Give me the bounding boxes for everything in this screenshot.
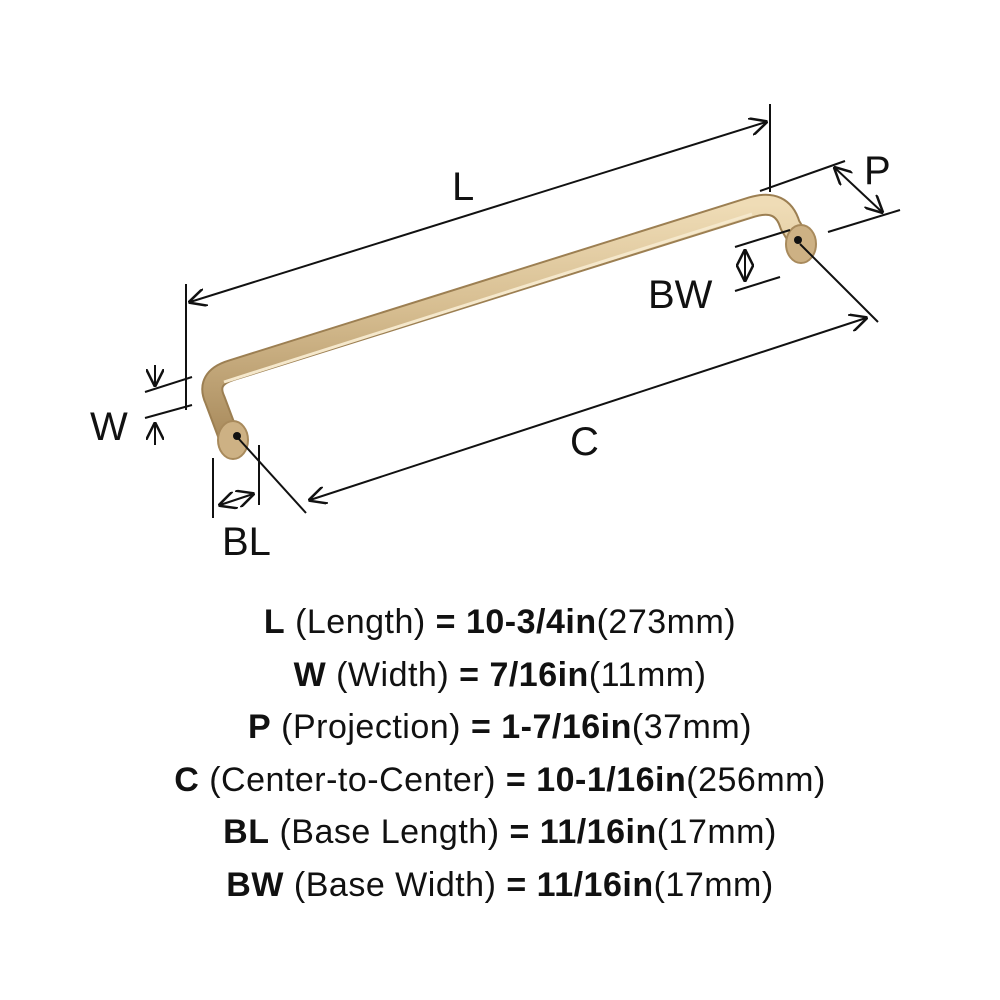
spec-key: C (174, 760, 200, 799)
label-P: P (864, 149, 891, 193)
length-dimension-line (190, 122, 766, 302)
spec-eq: = (506, 865, 527, 904)
spec-inches: 1-7/16in (501, 708, 632, 746)
spec-width: W (Width) = 7/16in(11mm) (0, 649, 1000, 702)
left-base (217, 420, 249, 460)
spec-base-length: BL (Base Length) = 11/16in(17mm) (0, 806, 1000, 859)
spec-inches: 11/16in (539, 813, 657, 851)
dimension-specs: L (Length) = 10-3/4in(273mm) W (Width) =… (0, 596, 1000, 911)
spec-name: (Projection) (281, 708, 461, 746)
label-C: C (570, 420, 599, 464)
spec-inches: 11/16in (536, 865, 654, 904)
spec-inches: 10-3/4in (465, 603, 597, 641)
spec-eq: = (435, 603, 457, 641)
spec-mm: (11mm) (588, 655, 707, 694)
spec-eq: = (470, 708, 492, 746)
spec-key: P (248, 708, 272, 746)
spec-length: L (Length) = 10-3/4in(273mm) (0, 596, 1000, 649)
spec-key: L (263, 603, 286, 641)
spec-mm: (37mm) (631, 708, 752, 746)
spec-name: (Length) (295, 603, 426, 641)
spec-base-width: BW (Base Width) = 11/16in(17mm) (0, 859, 1000, 912)
pull-dimension-diagram: L P BW C W BL (90, 104, 901, 564)
cabinet-pull (201, 193, 817, 460)
spec-mm: (256mm) (686, 760, 826, 799)
center-to-center-dimension-line (310, 318, 866, 500)
spec-inches: 7/16in (489, 655, 589, 694)
base-length-dimension-line (220, 494, 253, 505)
spec-mm: (17mm) (653, 865, 774, 904)
label-BW: BW (648, 273, 713, 317)
spec-eq: = (459, 655, 480, 694)
spec-center-to-center: C (Center-to-Center) = 10-1/16in(256mm) (0, 754, 1000, 807)
spec-key: BW (226, 865, 284, 904)
spec-inches: 10-1/16in (536, 760, 687, 799)
spec-eq: = (509, 813, 530, 851)
spec-projection: P (Projection) = 1-7/16in(37mm) (0, 701, 1000, 754)
label-L: L (452, 165, 474, 209)
spec-mm: (17mm) (656, 813, 777, 851)
spec-key: W (293, 655, 327, 694)
label-BL: BL (222, 520, 271, 564)
spec-eq: = (505, 760, 527, 799)
spec-mm: (273mm) (596, 603, 737, 641)
spec-key: BL (223, 813, 270, 851)
label-W: W (90, 405, 128, 449)
spec-name: (Base Length) (279, 813, 500, 851)
spec-name: (Base Width) (293, 865, 497, 904)
projection-dimension-line (835, 168, 882, 212)
spec-name: (Width) (336, 655, 450, 694)
spec-name: (Center-to-Center) (209, 760, 496, 799)
